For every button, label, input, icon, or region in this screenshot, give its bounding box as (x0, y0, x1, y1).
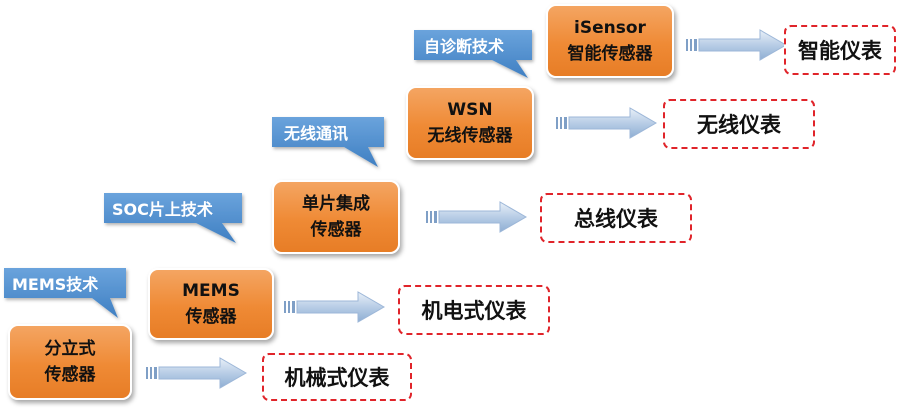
meter-label: 总线仪表 (574, 207, 658, 231)
callout-soc: SOC片上技术 (104, 193, 242, 243)
sensor-subtitle: 无线传感器 (427, 126, 513, 146)
meter-box-mechanical: 机械式仪表 (262, 353, 412, 401)
right-arrow-icon (686, 29, 788, 61)
meter-label: 机械式仪表 (284, 366, 390, 390)
meter-box-smart: 智能仪表 (784, 25, 896, 75)
sensor-subtitle: 智能传感器 (567, 44, 653, 64)
sensor-name: WSN (447, 100, 493, 120)
meter-label: 机电式仪表 (421, 299, 527, 323)
meter-label: 无线仪表 (697, 113, 781, 137)
callout-mems: MEMS技术 (4, 268, 126, 318)
right-arrow-icon (426, 201, 528, 233)
meter-box-fieldbus: 总线仪表 (540, 193, 692, 243)
meter-box-electromechanical: 机电式仪表 (398, 285, 550, 335)
sensor-box-isensor: iSensor 智能传感器 (546, 4, 674, 78)
sensor-box-mems: MEMS 传感器 (148, 268, 274, 340)
sensor-name: MEMS (182, 281, 240, 301)
sensor-subtitle: 传感器 (310, 220, 362, 240)
sensor-box-discrete: 分立式 传感器 (8, 324, 132, 400)
sensor-subtitle: 传感器 (44, 365, 96, 385)
callout-label: 无线通讯 (283, 124, 348, 143)
right-arrow-icon (146, 357, 248, 389)
meter-box-wireless: 无线仪表 (663, 99, 815, 149)
callout-label: 自诊断技术 (424, 37, 504, 56)
callout-selfdiag: 自诊断技术 (414, 30, 532, 78)
right-arrow-icon (284, 291, 386, 323)
callout-label: MEMS技术 (12, 275, 98, 294)
sensor-name: 分立式 (44, 339, 96, 359)
sensor-name: 单片集成 (302, 194, 370, 214)
sensor-box-wsn: WSN 无线传感器 (406, 86, 534, 160)
sensor-name: iSensor (574, 18, 646, 38)
sensor-subtitle: 传感器 (185, 307, 237, 327)
callout-wireless: 无线通讯 (272, 117, 384, 167)
right-arrow-icon (556, 107, 658, 139)
sensor-box-monolithic: 单片集成 传感器 (272, 180, 400, 254)
meter-label: 智能仪表 (798, 39, 882, 63)
callout-label: SOC片上技术 (112, 200, 213, 219)
